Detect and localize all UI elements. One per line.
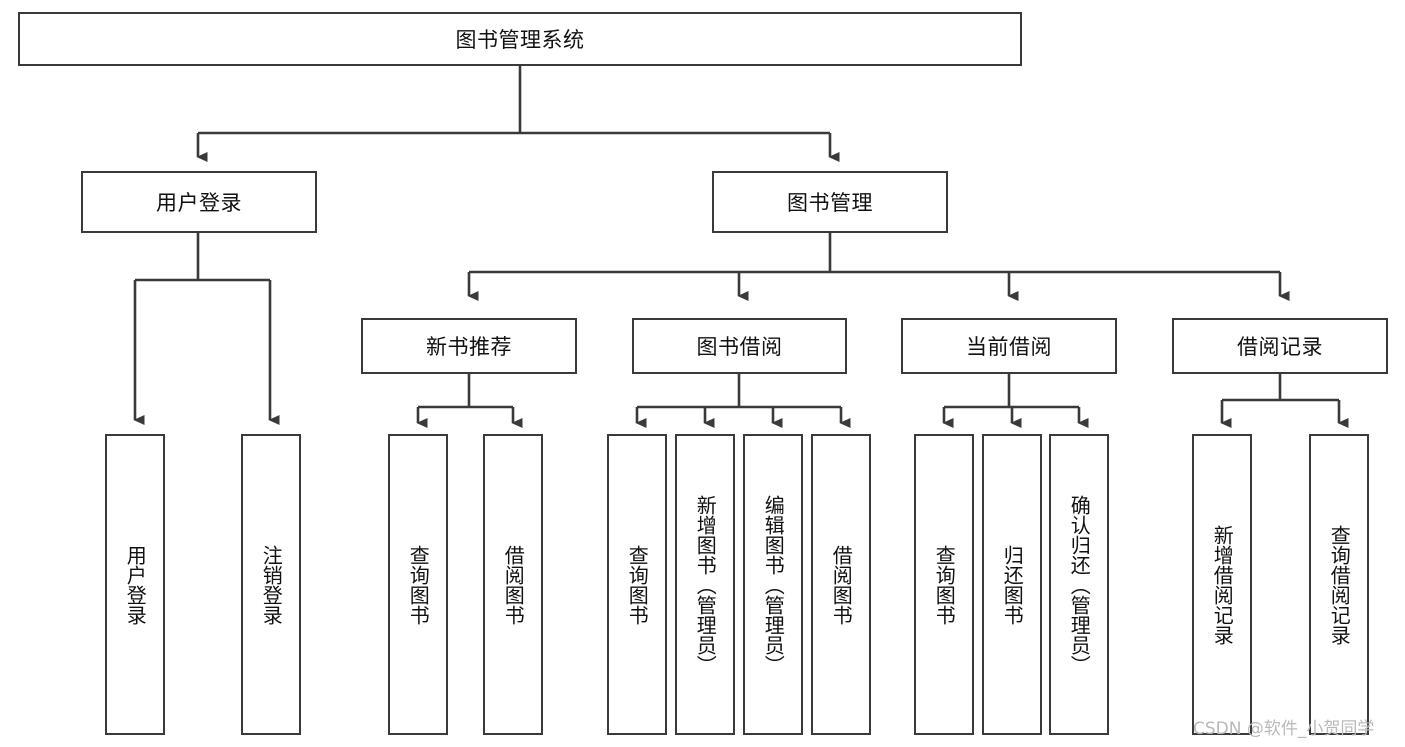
node-leaf-bb-query[interactable]: 查询图书	[607, 434, 667, 735]
node-leaf-bb-edit[interactable]: 编辑图书（管理员）	[743, 434, 803, 735]
node-leaf-logout[interactable]: 注销登录	[241, 434, 301, 735]
node-leaf-br-add-label: 新增借阅记录	[1210, 524, 1235, 645]
node-leaf-bb-borrow-label: 借阅图书	[829, 544, 854, 625]
node-borrow-record[interactable]: 借阅记录	[1172, 318, 1388, 374]
node-leaf-rec-borrow-label: 借阅图书	[501, 544, 526, 625]
node-new-book-rec-label: 新书推荐	[426, 335, 512, 359]
node-leaf-br-query-label: 查询借阅记录	[1327, 524, 1352, 645]
node-leaf-cb-query[interactable]: 查询图书	[914, 434, 974, 735]
node-leaf-bb-add[interactable]: 新增图书（管理员）	[675, 434, 735, 735]
node-leaf-cb-confirm[interactable]: 确认归还（管理员）	[1049, 434, 1109, 735]
node-book-manage-label: 图书管理	[787, 191, 873, 215]
node-leaf-cb-return-label: 归还图书	[1000, 544, 1025, 625]
node-leaf-br-add[interactable]: 新增借阅记录	[1192, 434, 1252, 735]
node-leaf-user-login[interactable]: 用户登录	[105, 434, 165, 735]
node-root[interactable]: 图书管理系统	[18, 12, 1022, 66]
node-book-borrow-label: 图书借阅	[696, 335, 783, 359]
node-leaf-bb-edit-label: 编辑图书（管理员）	[761, 494, 786, 675]
node-book-borrow[interactable]: 图书借阅	[632, 318, 847, 374]
node-leaf-cb-return[interactable]: 归还图书	[982, 434, 1042, 735]
node-leaf-bb-add-label: 新增图书（管理员）	[693, 494, 718, 675]
node-leaf-rec-borrow[interactable]: 借阅图书	[483, 434, 543, 735]
node-user-login[interactable]: 用户登录	[81, 171, 317, 233]
node-leaf-rec-query-label: 查询图书	[406, 544, 431, 625]
node-current-borrow[interactable]: 当前借阅	[901, 318, 1117, 374]
node-current-borrow-label: 当前借阅	[966, 335, 1052, 359]
node-leaf-user-login-label: 用户登录	[123, 544, 148, 625]
node-new-book-rec[interactable]: 新书推荐	[361, 318, 577, 374]
node-leaf-rec-query[interactable]: 查询图书	[388, 434, 448, 735]
node-leaf-cb-confirm-label: 确认归还（管理员）	[1067, 494, 1092, 675]
node-borrow-record-label: 借阅记录	[1237, 335, 1323, 359]
csdn-watermark: CSDN @软件_小贺同学	[1193, 719, 1375, 739]
node-user-login-label: 用户登录	[156, 191, 242, 215]
node-root-label: 图书管理系统	[455, 28, 585, 52]
node-book-manage[interactable]: 图书管理	[712, 171, 948, 233]
node-leaf-br-query[interactable]: 查询借阅记录	[1309, 434, 1369, 735]
node-leaf-bb-query-label: 查询图书	[625, 544, 650, 625]
node-leaf-logout-label: 注销登录	[259, 544, 284, 625]
node-leaf-bb-borrow[interactable]: 借阅图书	[811, 434, 871, 735]
node-leaf-cb-query-label: 查询图书	[932, 544, 957, 625]
